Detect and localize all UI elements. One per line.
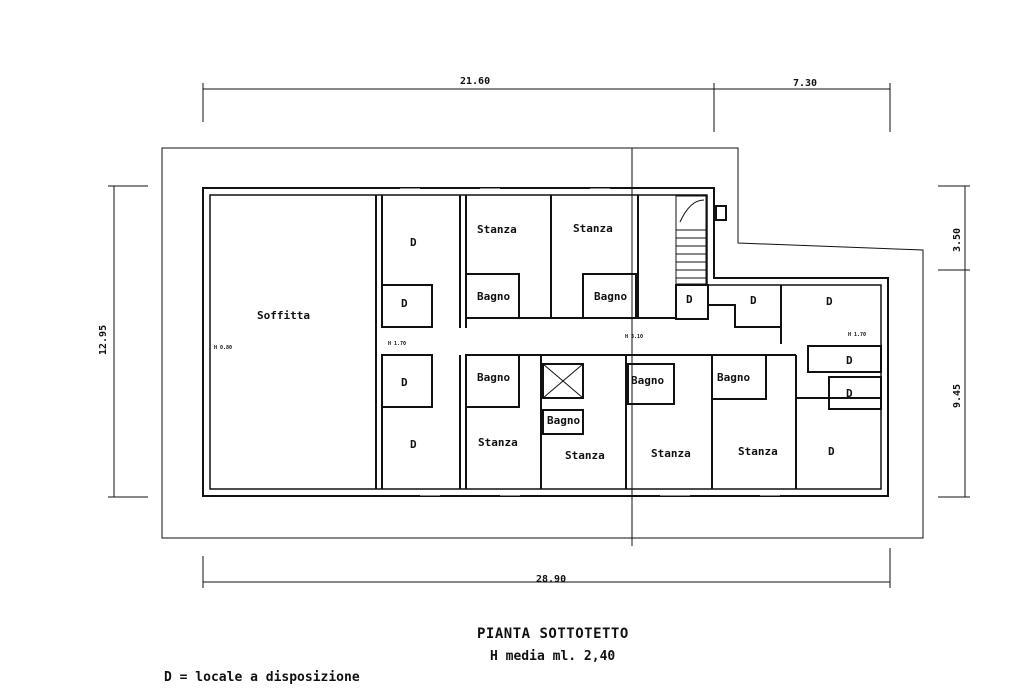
staircase bbox=[675, 195, 727, 285]
room-d-2: D bbox=[401, 297, 408, 310]
height-left: H 1.70 bbox=[388, 341, 406, 347]
plan-subtitle: H media ml. 2,40 bbox=[490, 649, 616, 664]
window-marks bbox=[400, 188, 780, 496]
room-d-8: D bbox=[846, 354, 853, 367]
room-d-3: D bbox=[401, 376, 408, 389]
room-bagno-3: Bagno bbox=[477, 371, 510, 384]
room-d-9: D bbox=[846, 387, 853, 400]
room-soffitta: Soffitta bbox=[257, 309, 310, 322]
room-stanza-1: Stanza bbox=[477, 223, 517, 236]
room-bagno-6: Bagno bbox=[717, 371, 750, 384]
dim-right-top: 3.50 bbox=[952, 228, 963, 252]
room-bagno-5: Bagno bbox=[631, 374, 664, 387]
interior-walls bbox=[375, 195, 882, 489]
room-d-1: D bbox=[410, 236, 417, 249]
roof-outline bbox=[161, 147, 924, 539]
dim-right-bottom: 9.45 bbox=[952, 384, 963, 408]
room-d-7: D bbox=[826, 295, 833, 308]
dim-bottom: 28.90 bbox=[536, 574, 566, 585]
dim-top-left: 21.60 bbox=[460, 76, 490, 87]
room-bagno-2: Bagno bbox=[594, 290, 627, 303]
plan-title: PIANTA SOTTOTETTO bbox=[477, 626, 629, 642]
room-d-4: D bbox=[410, 438, 417, 451]
room-stanza-5: Stanza bbox=[651, 447, 691, 460]
room-bagno-1: Bagno bbox=[477, 290, 510, 303]
legend-text: D = locale a disposizione bbox=[164, 670, 360, 685]
room-d-5: D bbox=[686, 293, 693, 306]
exterior-walls bbox=[202, 187, 889, 497]
room-d-10: D bbox=[828, 445, 835, 458]
height-corridor: H 3.10 bbox=[625, 334, 643, 340]
dim-top-right: 7.30 bbox=[793, 78, 817, 89]
dimension-lines bbox=[108, 83, 970, 588]
room-stanza-4: Stanza bbox=[565, 449, 605, 462]
dim-left: 12.95 bbox=[98, 325, 109, 355]
room-stanza-2: Stanza bbox=[573, 222, 613, 235]
room-d-6: D bbox=[750, 294, 757, 307]
room-stanza-3: Stanza bbox=[478, 436, 518, 449]
room-bagno-4: Bagno bbox=[547, 414, 580, 427]
height-right: H 1.70 bbox=[848, 332, 866, 338]
height-soffitta: H 0.80 bbox=[214, 345, 232, 351]
room-stanza-6: Stanza bbox=[738, 445, 778, 458]
